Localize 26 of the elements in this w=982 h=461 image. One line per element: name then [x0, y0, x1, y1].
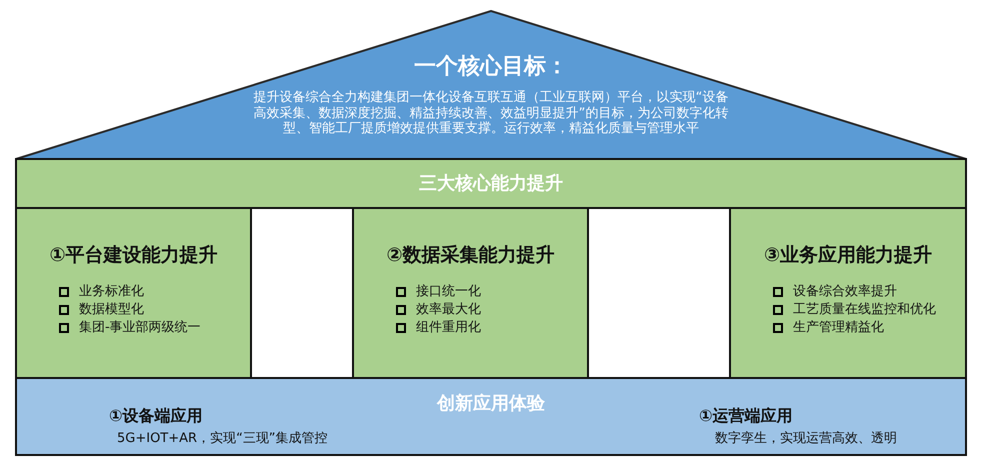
capability-band: [15, 158, 967, 209]
pillar-panel: [729, 207, 967, 379]
pillar-panel: [352, 207, 589, 379]
foundation-panel: [15, 377, 967, 456]
list-item: 效率最大化: [416, 301, 481, 319]
application-heading: ①设备端应用: [109, 406, 203, 426]
pillar-panel: [15, 207, 252, 379]
list-item: 接口统一化: [416, 283, 481, 301]
list-item: 设备综合效率提升: [793, 283, 897, 301]
application-description: 5G+IOT+AR，实现“三现”集成管控: [117, 431, 328, 447]
list-item: 集团-事业部两级统一: [79, 319, 201, 337]
goal-heading: 一个核心目标：: [414, 54, 568, 80]
roof-triangle: [15, 10, 967, 160]
pillar-heading: ①平台建设能力提升: [49, 243, 218, 267]
list-item: 数据模型化: [79, 301, 144, 319]
band-title: 三大核心能力提升: [419, 173, 563, 195]
list-item: 业务标准化: [79, 283, 144, 301]
pillar-heading: ②数据采集能力提升: [386, 243, 555, 267]
list-item: 生产管理精益化: [793, 319, 884, 337]
list-item: 工艺质量在线监控和优化: [793, 301, 936, 319]
goal-description: 提升设备综合全力构建集团一体化设备互联互通（工业互联网）平台，以实现“设备高效采集、数据深度挖掘、精益持续改善、效益明显提升”的目标，为公司数字化转型、智能工厂提质增效提供重要支撑。运行效率，精益化质量与管理水平: [252, 90, 730, 136]
application-description: 数字孪生，实现运营高效、透明: [715, 431, 897, 447]
list-item: 组件重用化: [416, 319, 481, 337]
foundation-title: 创新应用体验: [437, 393, 545, 415]
pillar-heading: ③业务应用能力提升: [764, 243, 932, 267]
application-heading: ①运营端应用: [699, 406, 793, 426]
